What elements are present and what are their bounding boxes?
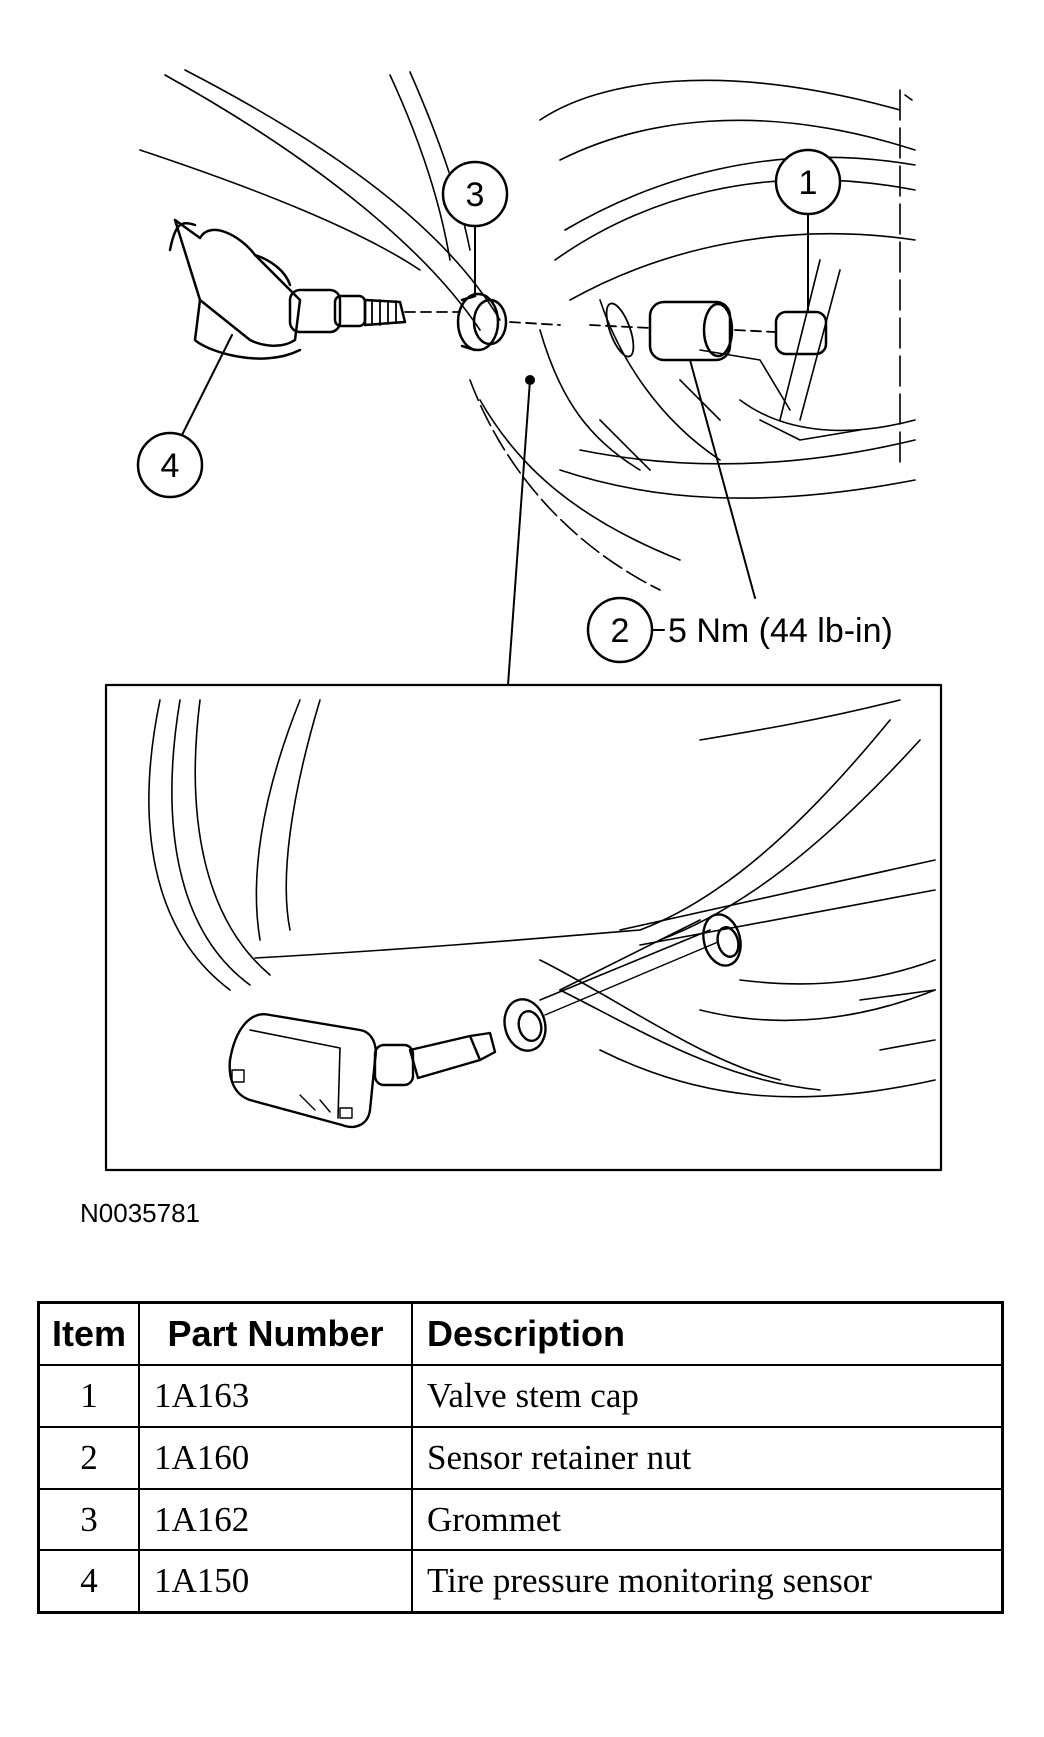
cell-part-number: 1A163 — [138, 1364, 413, 1428]
header-part-number: Part Number — [138, 1301, 413, 1366]
assembly-centerline — [404, 311, 776, 333]
header-item: Item — [37, 1301, 140, 1366]
table-row: 3 1A162 Grommet — [37, 1487, 1004, 1552]
callout-2-label: 2 — [611, 612, 630, 650]
callout-1: 1 — [774, 148, 842, 313]
cell-item: 3 — [37, 1487, 140, 1552]
table-row: 2 1A160 Sensor retainer nut — [37, 1425, 1004, 1490]
callout-3: 3 — [441, 160, 509, 297]
cell-description: Sensor retainer nut — [411, 1425, 1004, 1490]
wheel-rim-lines — [139, 69, 916, 591]
table-row: 4 1A150 Tire pressure monitoring sensor — [37, 1549, 1004, 1614]
inset-detail-view — [104, 683, 943, 1172]
parts-table: Item Part Number Description 1 1A163 Val… — [37, 1301, 1004, 1614]
parts-table-header-row: Item Part Number Description — [37, 1301, 1004, 1366]
cell-description: Tire pressure monitoring sensor — [411, 1549, 1004, 1614]
cell-part-number: 1A160 — [138, 1425, 413, 1490]
rim-valve-hole — [605, 302, 635, 358]
valve-cap-drawing — [774, 310, 828, 356]
callout-4: 4 — [136, 334, 233, 499]
exploded-view-diagram: 1 3 4 2 5 Nm (44 lb-in) — [104, 69, 943, 1172]
cell-part-number: 1A150 — [138, 1549, 413, 1614]
table-row: 1 1A163 Valve stem cap — [37, 1364, 1004, 1428]
torque-spec: 5 Nm (44 lb-in) — [668, 612, 893, 650]
cell-description: Valve stem cap — [411, 1364, 1004, 1428]
header-description: Description — [411, 1301, 1004, 1366]
detail-leader — [507, 375, 535, 686]
callout-3-label: 3 — [466, 176, 485, 214]
cell-part-number: 1A162 — [138, 1487, 413, 1552]
cell-item: 1 — [37, 1364, 140, 1428]
figure-id: N0035781 — [80, 1198, 200, 1228]
cell-item: 4 — [37, 1549, 140, 1614]
tpms-sensor-drawing — [168, 218, 407, 360]
retainer-nut-drawing — [648, 300, 734, 362]
cell-description: Grommet — [411, 1487, 1004, 1552]
callout-1-label: 1 — [799, 164, 818, 202]
callout-2: 2 5 Nm (44 lb-in) — [586, 359, 893, 664]
grommet-drawing — [456, 292, 508, 352]
cell-item: 2 — [37, 1425, 140, 1490]
callout-4-label: 4 — [161, 447, 180, 485]
